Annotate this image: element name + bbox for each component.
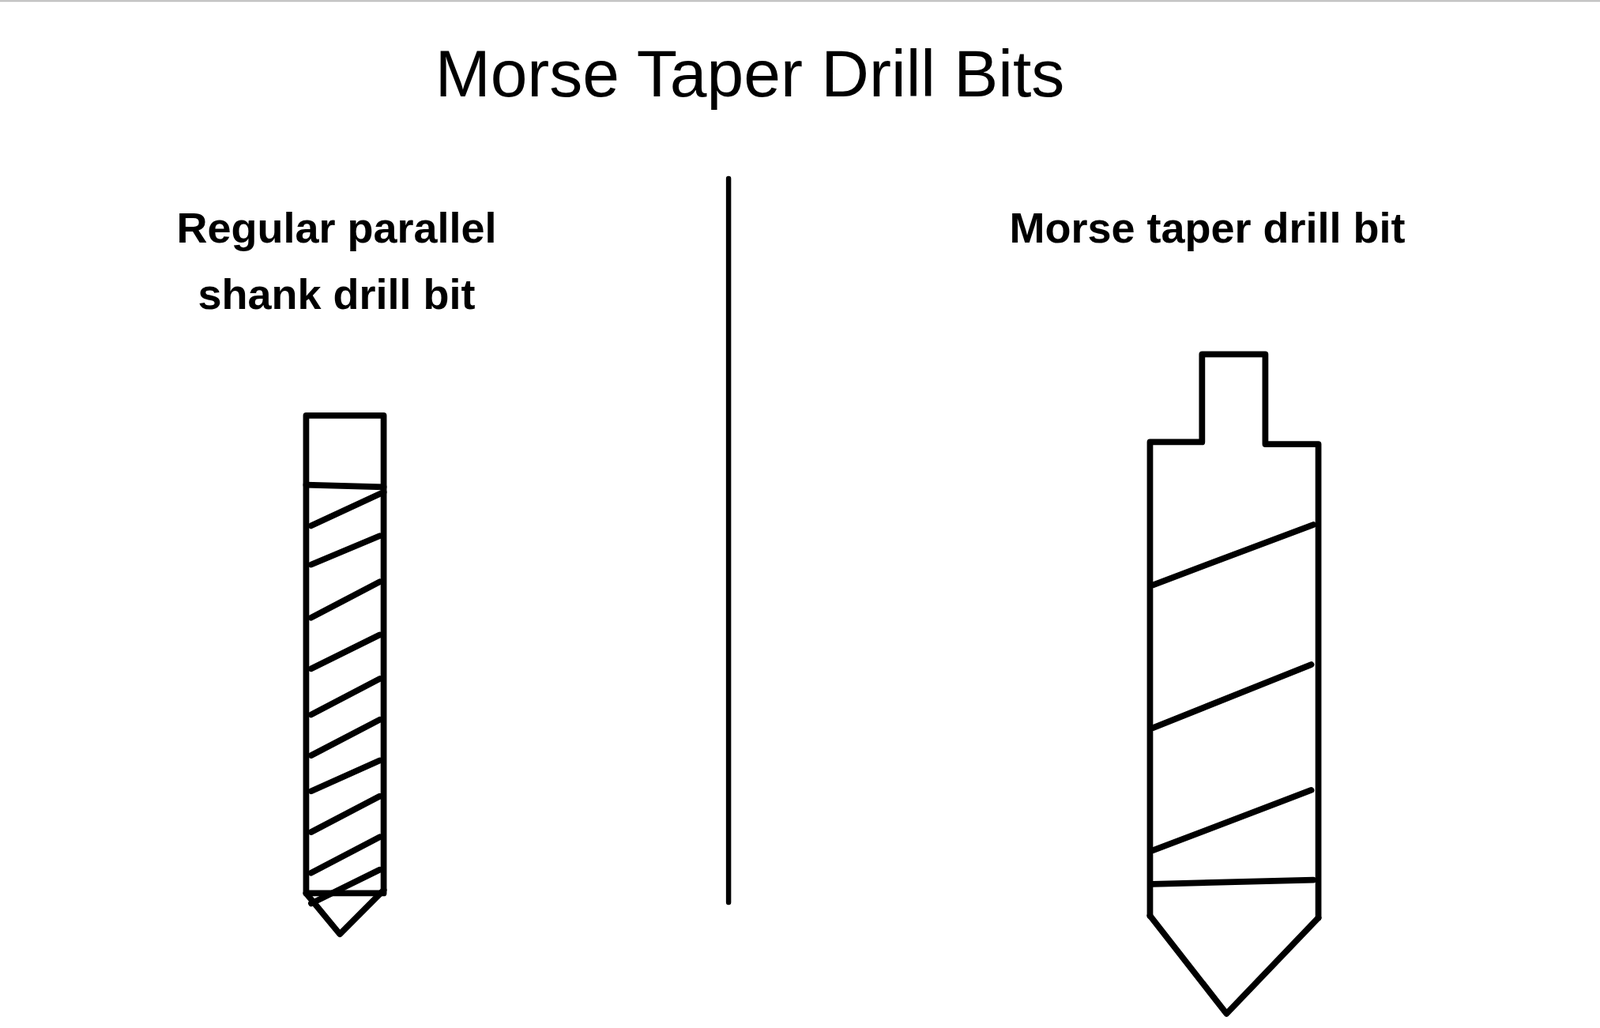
bit-heading: Regular parallel shank drill bit bbox=[131, 194, 543, 328]
top-rule bbox=[0, 0, 1600, 2]
parallel-shank-bit bbox=[305, 415, 384, 934]
morse-taper-bit bbox=[1149, 353, 1318, 1014]
bit-heading: Morse taper drill bit bbox=[907, 194, 1508, 261]
divider-line bbox=[726, 178, 731, 903]
diagram-title: Morse Taper Drill Bits bbox=[275, 35, 1224, 113]
